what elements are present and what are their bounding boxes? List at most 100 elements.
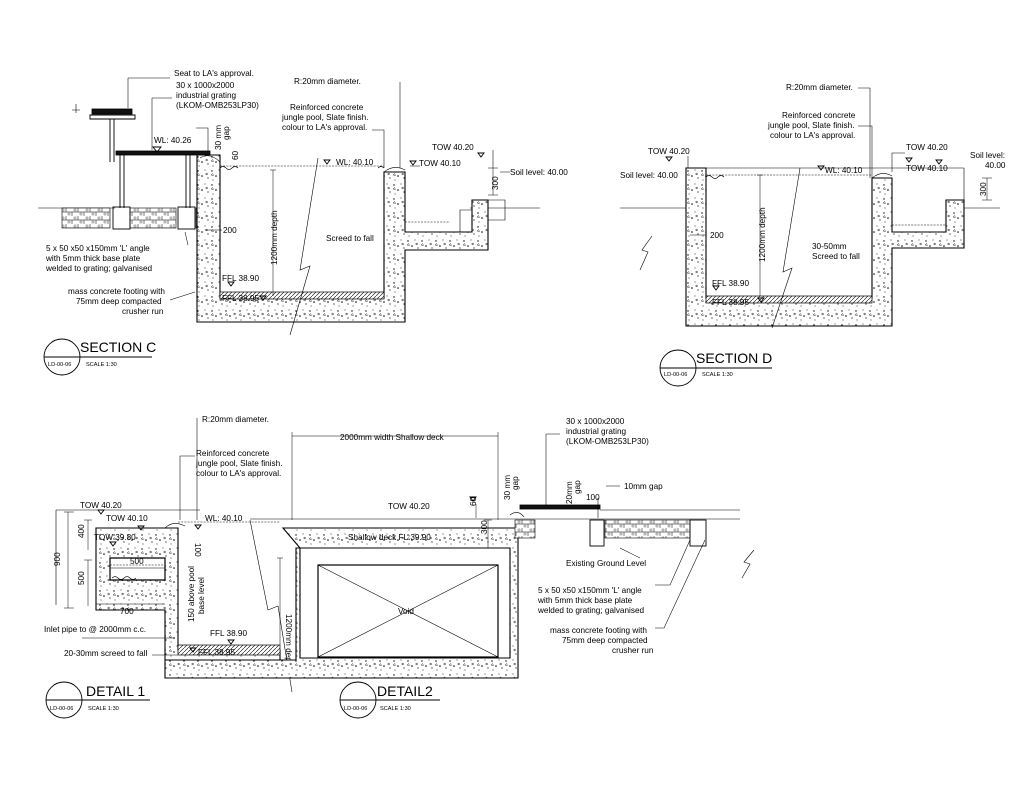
label-wl-left: WL: 40.26 — [154, 136, 192, 145]
note-grating-2: industrial grating — [566, 427, 627, 436]
dim-500-v: 500 — [77, 571, 86, 585]
label-soil-right-2: 40.00 — [985, 161, 1006, 170]
note-footing-1: mass concrete footing with — [68, 287, 165, 296]
label-tow-left: TOW 40.20 — [648, 147, 690, 156]
label-ffl-2: FFL 38.95 — [198, 648, 235, 657]
label-ffl-1: FFL 38.90 — [222, 274, 259, 283]
footing-b — [689, 519, 707, 547]
note-rc-2: jungle pool, Slate finish. — [767, 121, 854, 130]
dim-400: 400 — [77, 524, 86, 538]
label-ffl-1: FFL 38.90 — [712, 279, 749, 288]
label-gap20-a: 20mm — [565, 481, 574, 504]
label-screed-1: 30-50mm — [812, 242, 847, 251]
label-tow-2: TOW 40.10 — [106, 514, 148, 523]
label-wl: WL: 40.10 — [825, 166, 863, 175]
label-gap30-b: gap — [511, 476, 520, 490]
label-depth: 1200mm depth — [284, 614, 293, 669]
section-d-scale: SCALE 1:30 — [702, 372, 733, 378]
detail-1-scale: SCALE 1:30 — [88, 706, 119, 712]
detail-2-ref: LD-00-06 — [344, 706, 367, 712]
note-rc-1: Reinforced concrete — [782, 111, 856, 120]
note-footing-2: 75mm deep compacted — [76, 297, 162, 306]
detail-2: 2000mm width Shallow deck TOW 40.20 60 3… — [164, 417, 755, 719]
dim-700: 700 — [120, 607, 134, 616]
note-radius: R:20mm diameter. — [294, 77, 361, 86]
label-base-1: 150 above pool — [187, 566, 196, 622]
label-screed: Screed to fall — [326, 234, 374, 243]
label-tow-3: TOW 39.80 — [94, 533, 136, 542]
section-d-ref: LD-00-06 — [664, 372, 687, 378]
label-depth: 1200mm depth — [758, 207, 767, 262]
label-ground: Existing Ground Level — [566, 559, 646, 568]
label-gap30-a: 30 mm — [503, 475, 512, 500]
section-c: Seat to LA's approval. 30 x 1000x2000 in… — [38, 69, 568, 376]
label-soil-left: Soil level: 40.00 — [620, 171, 678, 180]
note-grating-2: industrial grating — [176, 91, 237, 100]
footing-right — [177, 206, 196, 230]
label-tow-1: TOW 40.20 — [906, 143, 948, 152]
grating — [519, 504, 601, 510]
note-angle-3: welded to grating; galvanised — [537, 606, 645, 615]
dim-200: 200 — [710, 231, 724, 240]
note-rc-3: colour to LA's approval. — [770, 131, 855, 140]
label-ffl-2: FFL 38.95 — [712, 298, 749, 307]
note-angle-2: with 5mm thick base plate — [537, 596, 633, 605]
label-gap20-b: gap — [573, 480, 582, 494]
section-d-title: SECTION D — [696, 350, 772, 366]
label-tow: TOW 40.20 — [388, 502, 430, 511]
detail-2-title: DETAIL2 — [377, 683, 433, 699]
dim-100: 100 — [193, 543, 202, 557]
label-wl: WL: 40.10 — [336, 158, 374, 167]
note-rc-3: colour to LA's approval. — [196, 469, 281, 478]
note-footing-3: crusher run — [122, 307, 164, 316]
detail-2-scale: SCALE 1:30 — [380, 706, 411, 712]
dim-100: 100 — [586, 493, 600, 502]
note-footing-1: mass concrete footing with — [550, 626, 647, 635]
label-gap10: 10mm gap — [624, 482, 663, 491]
detail-1-ref: LD-00-06 — [50, 706, 73, 712]
note-grating-3: (LKOM-OMB253LP30) — [566, 437, 649, 446]
label-soil-right-1: Soil level: — [970, 151, 1005, 160]
note-rc-2: jungle pool, Slate finish. — [195, 459, 282, 468]
footing-a — [589, 519, 605, 547]
grating — [115, 150, 211, 156]
label-screed-2: Screed to fall — [812, 252, 860, 261]
label-tow-1: TOW 40.20 — [432, 143, 474, 152]
section-c-title: SECTION C — [80, 339, 156, 355]
label-tow-1: TOW 40.20 — [80, 501, 122, 510]
note-rc-3: colour to LA's approval. — [282, 123, 367, 132]
note-angle-2: with 5mm thick base plate — [45, 254, 141, 263]
note-grating-1: 30 x 1000x2000 — [176, 81, 235, 90]
section-c-scale: SCALE 1:30 — [86, 362, 117, 368]
dim-300: 300 — [491, 176, 500, 190]
note-screed: 20-30mm screed to fall — [64, 649, 147, 658]
note-angle-1: 5 x 50 x50 x150mm 'L' angle — [538, 586, 642, 595]
dim-900: 900 — [53, 552, 62, 566]
plant-strip — [91, 108, 133, 115]
detail-1: R:20mm diameter. Reinforced concrete jun… — [44, 415, 293, 719]
label-ffl-2: FFL 38.95 — [222, 294, 259, 303]
footing-left — [112, 206, 131, 230]
note-footing-3: crusher run — [612, 646, 654, 655]
section-d: R:20mm diameter. Reinforced concrete jun… — [620, 83, 1006, 387]
note-footing-2: 75mm deep compacted — [562, 636, 648, 645]
label-gap-2: gap — [222, 126, 231, 140]
note-seat: Seat to LA's approval. — [174, 69, 254, 78]
dim-300: 300 — [480, 520, 489, 534]
note-rc-2: jungle pool, Slate finish. — [281, 113, 368, 122]
label-soil: Soil level: 40.00 — [510, 168, 568, 177]
note-angle-3: welded to grating; galvanised — [45, 264, 153, 273]
note-rc-1: Reinforced concrete — [290, 103, 364, 112]
note-radius: R:20mm diameter. — [202, 415, 269, 424]
note-grating-3: (LKOM-OMB253LP30) — [176, 101, 259, 110]
label-base-2: base level — [197, 577, 206, 614]
dim-200: 200 — [223, 226, 237, 235]
label-wl: WL: 40.10 — [205, 514, 243, 523]
label-gap-num: 60 — [231, 150, 240, 160]
label-tow-2: TOW 40.10 — [419, 159, 461, 168]
section-c-ref: LD-00-06 — [48, 362, 71, 368]
label-deck-fl: Shallow deck FL:39.90 — [348, 533, 431, 542]
detail-1-title: DETAIL 1 — [86, 683, 145, 699]
label-depth: 1200mm depth — [270, 210, 279, 265]
